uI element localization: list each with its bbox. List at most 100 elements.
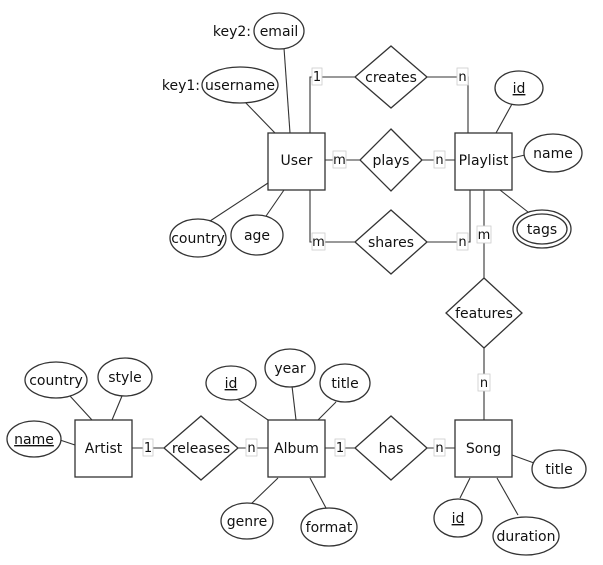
- cardinality-artist-releases-label: 1: [144, 441, 152, 456]
- cardinality-user-plays: m: [332, 150, 347, 169]
- edge-album-title: [317, 401, 337, 421]
- attribute-user-email: email: [253, 12, 305, 50]
- attribute-playlist-name-label: name: [533, 146, 573, 162]
- attribute-artist-country: country: [24, 361, 88, 399]
- cardinality-has-song-label: n: [435, 441, 443, 456]
- edge-artist-country: [69, 395, 93, 421]
- edge-song-title: [511, 454, 535, 464]
- attribute-song-id-label: id: [452, 511, 465, 527]
- edge-song-duration: [496, 477, 519, 516]
- cardinality-user-creates: 1: [311, 67, 323, 86]
- attribute-playlist-tags: tags: [512, 209, 572, 249]
- attribute-user-email-label: email: [260, 24, 299, 40]
- edge-artist-style: [111, 395, 123, 421]
- edge-artist-name: [59, 439, 76, 446]
- cardinality-releases-album-label: n: [247, 441, 255, 456]
- cardinality-releases-album: n: [245, 438, 258, 457]
- cardinality-user-shares-label: m: [312, 235, 325, 250]
- cardinality-user-plays-label: m: [333, 153, 346, 168]
- attribute-album-genre-label: genre: [227, 514, 267, 530]
- edge-user-email: [283, 47, 291, 134]
- cardinality-album-has-label: 1: [336, 441, 344, 456]
- edge-playlist-id: [495, 103, 513, 134]
- attribute-user-country-label: country: [171, 231, 225, 247]
- attribute-artist-name-label: name: [14, 432, 54, 448]
- edge-user-username: [243, 100, 276, 134]
- key2-label: key2:: [213, 24, 251, 40]
- cardinality-playlist-features-label: m: [478, 228, 491, 243]
- cardinality-artist-releases: 1: [142, 438, 154, 457]
- edge-creates-playlist: [427, 76, 469, 133]
- cardinality-playlist-features: m: [476, 225, 492, 244]
- attribute-album-format: format: [300, 507, 358, 547]
- relationship-plays: plays: [359, 128, 423, 192]
- edge-user-country: [206, 182, 269, 224]
- edge-album-genre: [249, 477, 279, 506]
- attribute-artist-name: name: [6, 420, 62, 458]
- entity-artist-label: Artist: [85, 441, 123, 457]
- attribute-user-username: username: [201, 66, 279, 104]
- attribute-song-duration-label: duration: [497, 529, 556, 545]
- attribute-album-year: year: [264, 348, 316, 388]
- cardinality-album-has: 1: [334, 438, 346, 457]
- attribute-song-duration: duration: [492, 516, 560, 556]
- attribute-playlist-id: id: [494, 70, 544, 106]
- attribute-album-genre: genre: [220, 502, 274, 540]
- cardinality-features-song-label: n: [480, 376, 488, 391]
- attribute-artist-style-label: style: [108, 370, 142, 386]
- relationship-plays-label: plays: [373, 153, 410, 169]
- entity-album-label: Album: [274, 441, 319, 457]
- relationship-creates-label: creates: [365, 70, 417, 86]
- relationship-has-label: has: [379, 441, 404, 457]
- attribute-artist-style: style: [97, 357, 153, 397]
- cardinality-plays-playlist-label: n: [435, 153, 443, 168]
- key1-label: key1:: [162, 78, 200, 94]
- entity-song: Song: [454, 419, 513, 478]
- attribute-user-country: country: [169, 218, 227, 258]
- relationship-features-label: features: [455, 306, 513, 322]
- edge-album-id: [235, 397, 269, 421]
- attribute-album-title-label: title: [331, 376, 358, 392]
- attribute-artist-country-label: country: [29, 373, 83, 389]
- attribute-song-title: title: [531, 449, 587, 489]
- cardinality-has-song: n: [433, 438, 446, 457]
- cardinality-features-song: n: [477, 373, 491, 392]
- attribute-playlist-tags-label: tags: [527, 222, 557, 238]
- cardinality-user-shares: m: [311, 232, 326, 251]
- edge-song-id: [459, 477, 471, 499]
- entity-artist: Artist: [74, 419, 133, 478]
- attribute-album-year-label: year: [274, 361, 305, 377]
- edge-album-format: [309, 477, 327, 509]
- cardinality-shares-playlist-label: n: [458, 235, 466, 250]
- entity-playlist: Playlist: [454, 132, 513, 191]
- cardinality-plays-playlist: n: [433, 150, 446, 169]
- relationship-has: has: [354, 415, 428, 481]
- attribute-user-age-label: age: [244, 228, 270, 244]
- edge-user-shares: [309, 190, 355, 243]
- relationship-features: features: [445, 277, 523, 349]
- cardinality-user-creates-label: 1: [313, 70, 321, 85]
- edge-user-age: [263, 189, 285, 220]
- entity-album: Album: [267, 419, 326, 478]
- entity-user: User: [267, 132, 326, 191]
- attribute-playlist-name: name: [523, 133, 583, 173]
- attribute-album-format-label: format: [306, 520, 353, 536]
- attribute-album-id: id: [205, 365, 257, 401]
- attribute-song-id: id: [433, 498, 483, 538]
- attribute-album-title: title: [319, 363, 371, 403]
- edge-album-year: [291, 385, 297, 421]
- edge-shares-playlist: [427, 190, 471, 243]
- edge-playlist-tags: [499, 189, 529, 213]
- attribute-user-age: age: [230, 214, 284, 256]
- cardinality-creates-playlist-label: n: [458, 70, 466, 85]
- attribute-song-title-label: title: [545, 462, 572, 478]
- cardinality-shares-playlist: n: [456, 232, 469, 251]
- relationship-shares-label: shares: [368, 235, 414, 251]
- edge-playlist-name: [511, 154, 526, 159]
- attribute-album-id-label: id: [225, 376, 238, 392]
- entity-song-label: Song: [466, 441, 501, 457]
- attribute-user-username-label: username: [205, 78, 275, 94]
- relationship-shares: shares: [354, 209, 428, 275]
- cardinality-creates-playlist: n: [456, 67, 469, 86]
